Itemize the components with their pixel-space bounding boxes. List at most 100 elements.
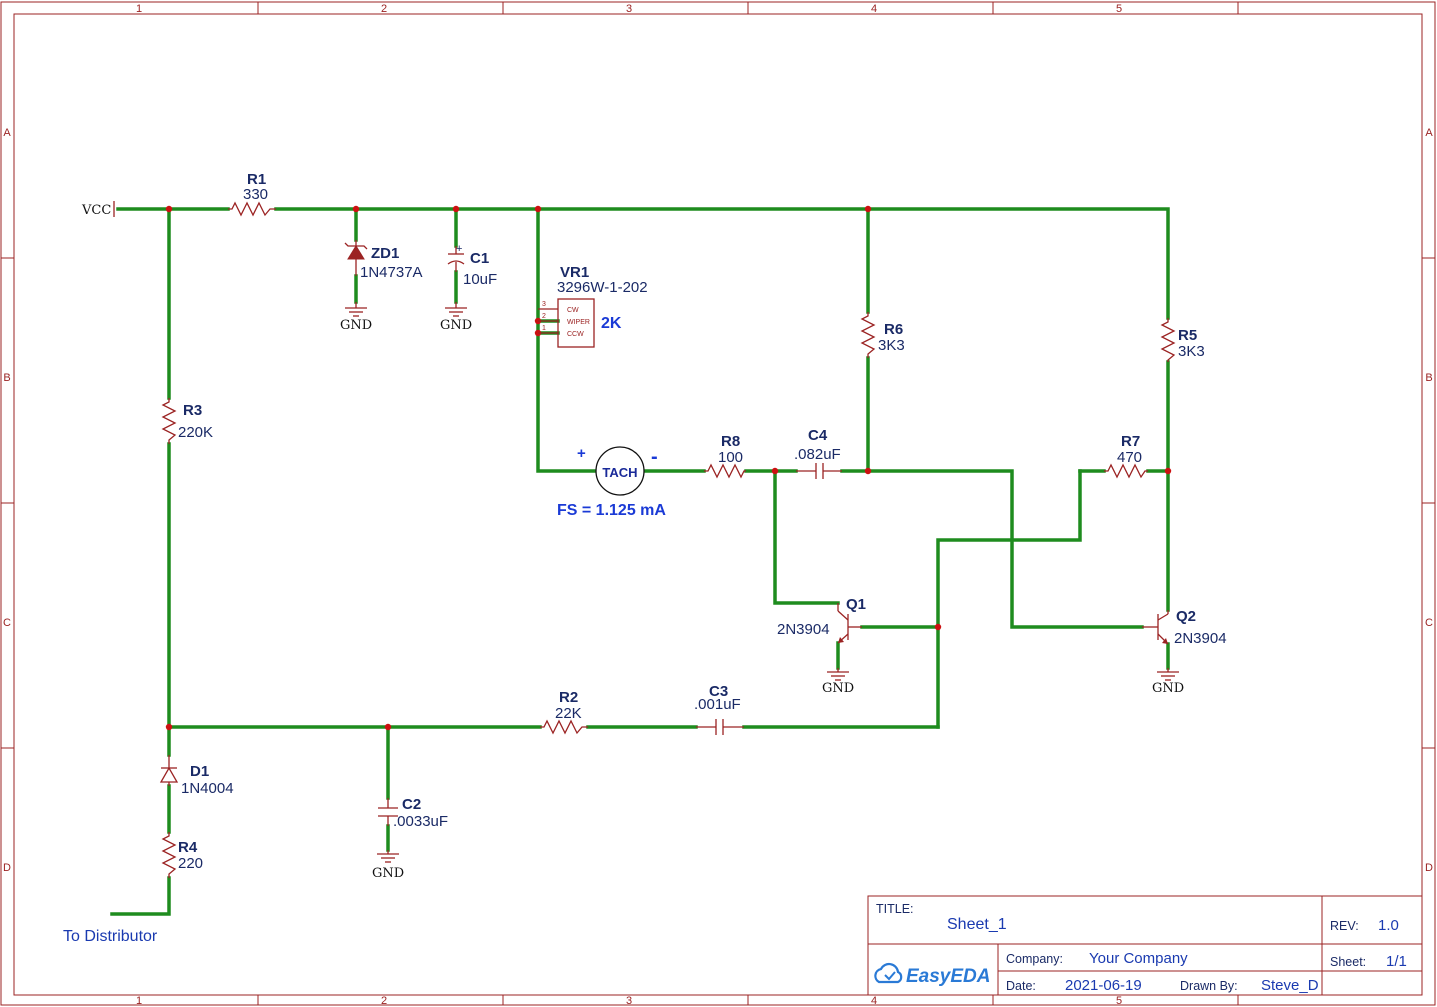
vcc-label: VCC (81, 203, 111, 218)
zone-col-3-bottom: 3 (626, 995, 632, 1007)
vr1-pin-3: 3 (542, 301, 546, 308)
gnd-label-q1: GND (822, 681, 854, 696)
potentiometer-vr1[interactable]: 3 2 1 CW WIPER CCW VR1 3296W-1-202 2K (538, 264, 648, 348)
r6-value: 3K3 (878, 337, 905, 354)
gnd-label-c1: GND (440, 318, 472, 333)
title-label: TITLE: (876, 902, 914, 916)
zener-diode-zd1[interactable]: ZD1 1N4737A (344, 240, 423, 281)
c1-designator: C1 (470, 250, 489, 267)
r2-designator: R2 (559, 689, 578, 706)
tach-plus: + (577, 445, 586, 462)
resistor-r4[interactable]: R4 220 (161, 832, 203, 878)
vr1-value: 3296W-1-202 (557, 279, 648, 296)
c4-designator: C4 (808, 427, 828, 444)
distributor-label: To Distributor (63, 928, 158, 945)
q2-designator: Q2 (1176, 608, 1196, 625)
d1-value: 1N4004 (181, 780, 234, 797)
date-label: Date: (1006, 979, 1036, 993)
zone-row-c-right: C (1425, 617, 1433, 629)
zone-row-c-left: C (3, 617, 11, 629)
zone-col-3-top: 3 (626, 3, 632, 15)
junctions (165, 205, 1172, 731)
r8-value: 100 (718, 449, 743, 466)
r4-value: 220 (178, 855, 203, 872)
gnd-label-c2: GND (372, 866, 404, 881)
resistor-r5[interactable]: R5 3K3 (1160, 318, 1205, 362)
vr1-pin-1: 1 (542, 325, 546, 332)
sheet-label: Sheet: (1330, 955, 1366, 969)
r2-value: 22K (555, 705, 582, 722)
company-value: Your Company (1089, 950, 1188, 967)
c1-polarity: + (456, 243, 462, 255)
c3-value: .001uF (694, 696, 741, 713)
capacitor-c1[interactable]: + C1 10uF (447, 243, 497, 288)
zone-row-d-left: D (3, 862, 11, 874)
vr1-pin-label-wiper: WIPER (567, 319, 590, 326)
q1-designator: Q1 (846, 596, 866, 613)
zone-row-a-right: A (1425, 127, 1433, 139)
zd1-designator: ZD1 (371, 245, 399, 262)
zd1-value: 1N4737A (360, 264, 423, 281)
r6-designator: R6 (884, 321, 903, 338)
zone-col-5-top: 5 (1116, 3, 1122, 15)
zone-col-2-top: 2 (381, 3, 387, 15)
r7-designator: R7 (1121, 433, 1140, 450)
gnd-label-q2: GND (1152, 681, 1184, 696)
gnd-label-zd1: GND (340, 318, 372, 333)
sheet-value: 1/1 (1386, 953, 1407, 970)
easyeda-logo-text: EasyEDA (906, 966, 991, 987)
tach-meter[interactable]: TACH + - FS = 1.125 mA (557, 445, 666, 519)
r5-designator: R5 (1178, 327, 1197, 344)
capacitor-c3[interactable]: C3 .001uF (694, 683, 744, 735)
tach-minus: - (651, 446, 658, 468)
resistor-r8[interactable]: R8 100 (704, 433, 746, 479)
r3-designator: R3 (183, 402, 202, 419)
company-label: Company: (1006, 952, 1063, 966)
title-value: Sheet_1 (947, 916, 1007, 933)
r7-value: 470 (1117, 449, 1142, 466)
vr1-pin-label-cw: CW (567, 307, 579, 314)
c3-designator: C3 (709, 683, 728, 700)
drawn-by-label: Drawn By: (1180, 979, 1238, 993)
capacitor-c4[interactable]: C4 .082uF (794, 427, 842, 479)
vr1-pin-2: 2 (542, 313, 546, 320)
c2-value: .0033uF (393, 813, 448, 830)
rev-label: REV: (1330, 919, 1359, 933)
vcc-port: VCC (81, 201, 115, 218)
transistor-q1[interactable]: Q1 2N3904 (777, 596, 866, 644)
tach-label: TACH (602, 465, 637, 480)
gnd-zd1: GND (340, 302, 372, 333)
zone-row-b-left: B (3, 372, 10, 384)
date-value: 2021-06-19 (1065, 977, 1142, 994)
zone-col-1-bottom: 1 (136, 995, 142, 1007)
rev-value: 1.0 (1378, 917, 1399, 934)
drawn-by-value: Steve_D (1261, 977, 1319, 994)
easyeda-logo: EasyEDA (874, 962, 991, 987)
r3-value: 220K (178, 424, 213, 441)
zone-row-b-right: B (1425, 372, 1432, 384)
vr1-pin-label-ccw: CCW (567, 331, 584, 338)
q2-value: 2N3904 (1174, 630, 1227, 647)
zone-col-2-bottom: 2 (381, 995, 387, 1007)
capacitor-c2[interactable]: C2 .0033uF (378, 796, 448, 830)
cloud-icon (874, 962, 903, 984)
resistor-r2[interactable]: R2 22K (540, 689, 588, 735)
resistor-r7[interactable]: R7 470 (1104, 433, 1148, 479)
r4-designator: R4 (178, 839, 198, 856)
c2-designator: C2 (402, 796, 421, 813)
transistor-q2[interactable]: Q2 2N3904 (1142, 608, 1227, 647)
resistor-r6[interactable]: R6 3K3 (860, 312, 905, 358)
resistor-r1[interactable]: R1 330 (228, 171, 276, 217)
zone-col-5-bottom: 5 (1116, 995, 1122, 1007)
zone-row-a-left: A (3, 127, 11, 139)
diode-d1[interactable]: D1 1N4004 (159, 755, 234, 797)
resistor-r3[interactable]: R3 220K (161, 398, 213, 444)
zone-col-4-top: 4 (871, 3, 877, 15)
c4-value: .082uF (794, 446, 841, 463)
zone-col-4-bottom: 4 (871, 995, 877, 1007)
title-block: TITLE: Sheet_1 REV: 1.0 Company: Your Co… (867, 895, 1423, 996)
zone-row-d-right: D (1425, 862, 1433, 874)
vr1-designator: VR1 (560, 264, 589, 281)
